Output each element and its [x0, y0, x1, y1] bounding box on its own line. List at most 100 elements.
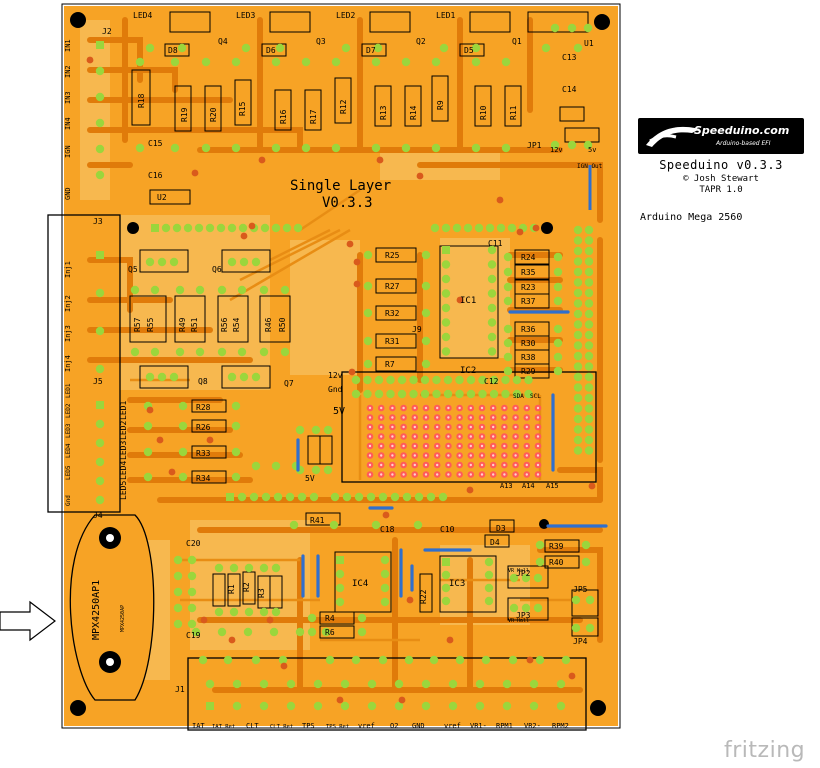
pcb-pad [550, 23, 560, 33]
pcb-pad [145, 43, 155, 53]
proto-pad-hole [536, 435, 540, 438]
pcb-pad [251, 257, 261, 267]
pcb-pad [95, 438, 105, 448]
resistor-label: R12 [339, 99, 348, 114]
silk-led4: LED4 [133, 11, 152, 20]
pcb-pad [357, 613, 367, 623]
proto-pad-hole [413, 454, 416, 457]
via [526, 656, 534, 664]
pcb-pad [216, 223, 226, 233]
pcb-pad [378, 655, 388, 665]
proto-pad-hole [447, 463, 450, 467]
via [353, 280, 361, 288]
pcb-pad [187, 619, 197, 629]
via [446, 636, 454, 644]
proto-pad-hole [492, 406, 495, 410]
edge-pin-label: IN1 [64, 39, 72, 52]
edge-pin-label: Inj4 [64, 355, 72, 372]
resistor-label: R17 [309, 109, 318, 124]
pcb-pad [573, 278, 583, 287]
proto-pad-hole [447, 425, 450, 429]
pcb-pad [573, 362, 583, 371]
resistor-label: R6 [325, 628, 335, 637]
silk-d8: D8 [168, 46, 178, 55]
silk-vr-hall-1: VR Hall [508, 568, 529, 574]
proto-pad-hole [436, 435, 439, 438]
pcb-pad [573, 341, 583, 350]
proto-pad-hole [492, 416, 495, 419]
silk-scl: SCL [530, 393, 541, 400]
pcb-pad [503, 352, 513, 362]
pcb-pad [487, 274, 497, 284]
proto-pad-hole [525, 406, 528, 410]
pcb-pad [420, 389, 430, 399]
pcb-pad [584, 362, 594, 371]
pcb-pad [244, 607, 254, 617]
edge-pin-label: LED4 [119, 461, 128, 480]
pcb-pad [503, 296, 513, 306]
map-port-arrow-icon [0, 600, 56, 642]
pcb-pad [386, 375, 395, 385]
pcb-pad [487, 318, 497, 327]
resistor-label: R4 [325, 614, 335, 623]
proto-pad-hole [469, 444, 472, 448]
pcb-pad [301, 57, 311, 67]
j1-pin-label: VR2- [524, 722, 541, 730]
pcb-pad [143, 421, 153, 431]
pad-layer [86, 23, 596, 711]
resistor-label: R51 [190, 317, 199, 332]
pcb-pad [484, 583, 494, 593]
pcb-pad [309, 492, 319, 502]
pcb-pad [414, 492, 424, 502]
pcb-pad [237, 492, 247, 502]
pcb-pad [321, 627, 331, 637]
silk-d7: D7 [366, 46, 376, 55]
proto-pad-hole [492, 444, 495, 448]
pcb-pad [573, 414, 583, 424]
pcb-pad [512, 389, 522, 399]
pcb-pad [227, 257, 237, 267]
proto-pad-hole [536, 473, 540, 476]
proto-pad-hole [514, 435, 517, 438]
pcb-pad [584, 372, 594, 382]
pcb-pad [175, 285, 185, 295]
pcb-pad [441, 596, 451, 606]
pcb-pad [177, 43, 187, 53]
horizontal-resistor-labels: R24R35R23R37R36R30R38R29R25R27R32R31R7R2… [196, 251, 564, 637]
silk-j5: J5 [93, 377, 103, 386]
jumper-wires [296, 310, 608, 598]
pcb-pad [363, 389, 372, 399]
pcb-pad [282, 223, 292, 233]
pcb-pad [342, 492, 352, 502]
pcb-pad [380, 583, 390, 593]
j1-pin-label: RPM2 [552, 722, 569, 730]
silk-12v-mid: 12v [328, 371, 343, 380]
pcb-pad [541, 43, 551, 53]
resistor-label: R3 [257, 588, 266, 598]
proto-pad-hole [368, 435, 372, 438]
via [168, 468, 176, 476]
project-revision: TAPR 1.0 [699, 185, 743, 195]
silk-jp2: JP2 [516, 569, 531, 578]
pcb-pad [485, 223, 495, 233]
pcb-pad [529, 701, 539, 711]
proto-pad-hole [424, 444, 428, 448]
silk-led2: LED2 [336, 11, 355, 20]
pcb-pad [335, 569, 345, 579]
pcb-pad [553, 296, 563, 306]
proto-pad-hole [469, 416, 472, 419]
via [382, 511, 390, 519]
pcb-pad [157, 257, 167, 267]
edge-pin-label: LED3 [65, 423, 72, 438]
pcb-pad [259, 563, 269, 573]
resistor-label: R33 [196, 449, 211, 458]
pcb-pad [455, 655, 465, 665]
proto-pad-hole [492, 425, 495, 429]
pcb-pad [169, 257, 179, 267]
pcb-pad [229, 607, 239, 617]
pcb-pad [573, 425, 583, 434]
pcb-pad [584, 246, 594, 256]
pcb-pad [251, 655, 261, 665]
pcb-pad [573, 246, 583, 256]
proto-pad-hole [391, 473, 394, 476]
